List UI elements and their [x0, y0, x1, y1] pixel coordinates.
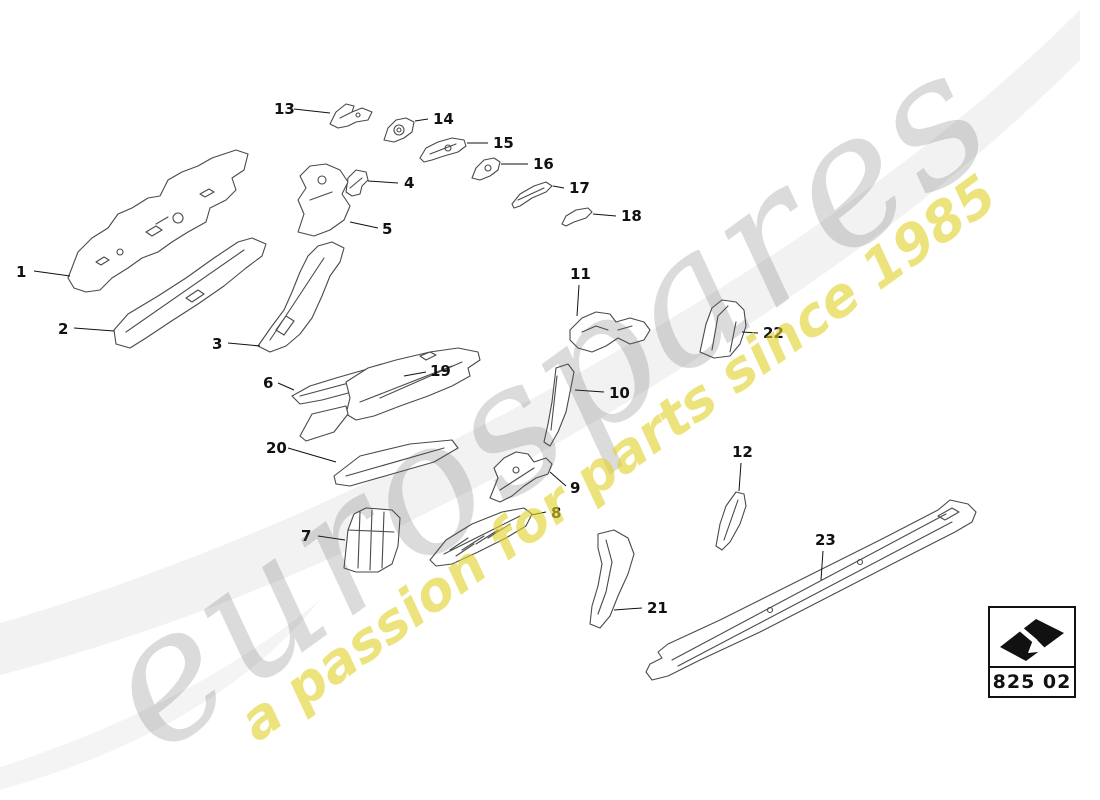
part-22-drawing — [699, 299, 747, 359]
leader-line-18 — [592, 213, 617, 217]
part-label-1[interactable]: 1 — [16, 263, 26, 281]
leader-line-3 — [227, 342, 261, 347]
leader-line-1 — [33, 270, 71, 277]
leader-line-17 — [552, 185, 565, 189]
leader-line-14 — [414, 118, 429, 122]
part-label-10[interactable]: 10 — [609, 384, 630, 402]
part-label-19[interactable]: 19 — [430, 362, 451, 380]
leader-line-9 — [549, 471, 567, 487]
part-label-17[interactable]: 17 — [569, 179, 590, 197]
part-code-box: 825 02 — [988, 606, 1076, 698]
part-16-drawing — [471, 157, 501, 181]
part-label-16[interactable]: 16 — [533, 155, 554, 173]
part-23-drawing — [645, 499, 977, 681]
part-13-drawing — [329, 103, 373, 129]
part-label-2[interactable]: 2 — [58, 320, 68, 338]
leader-line-8 — [530, 511, 547, 516]
part-17-drawing — [511, 181, 553, 209]
part-1-drawing — [67, 149, 249, 293]
leader-line-23 — [820, 550, 824, 581]
part-label-13[interactable]: 13 — [274, 100, 295, 118]
part-3-drawing — [257, 241, 345, 353]
part-9-drawing — [489, 451, 553, 503]
part-label-12[interactable]: 12 — [732, 443, 753, 461]
part-label-9[interactable]: 9 — [570, 479, 580, 497]
leader-line-19 — [403, 371, 427, 377]
leader-line-5 — [349, 221, 379, 229]
part-18-drawing — [561, 207, 593, 227]
leader-line-12 — [738, 462, 742, 492]
part-label-4[interactable]: 4 — [404, 174, 414, 192]
part-12-drawing — [715, 491, 747, 551]
part-label-8[interactable]: 8 — [551, 504, 561, 522]
part-code-label: 825 02 — [990, 666, 1074, 696]
part-10-drawing — [543, 363, 575, 447]
insulation-sheet-icon — [990, 608, 1074, 666]
part-label-3[interactable]: 3 — [212, 335, 222, 353]
part-labels: 1 2 3 4 5 6 7 8 9 10 11 12 13 14 15 16 1… — [16, 100, 836, 617]
leader-line-21 — [613, 607, 643, 611]
part-20-drawing — [299, 405, 459, 487]
part-label-5[interactable]: 5 — [382, 220, 392, 238]
leader-line-2 — [73, 327, 115, 332]
background-swoosh — [0, 10, 1080, 790]
part-label-20[interactable]: 20 — [266, 439, 287, 457]
part-label-15[interactable]: 15 — [493, 134, 514, 152]
part-8-drawing — [429, 507, 533, 567]
part-19-drawing — [345, 347, 481, 421]
part-label-21[interactable]: 21 — [647, 599, 668, 617]
part-21-drawing — [589, 529, 635, 629]
part-label-11[interactable]: 11 — [570, 265, 591, 283]
part-11-drawing — [569, 311, 651, 353]
part-label-6[interactable]: 6 — [263, 374, 273, 392]
leader-line-7 — [317, 535, 346, 541]
part-14-drawing — [383, 117, 415, 143]
part-2-drawing — [113, 237, 267, 349]
part-4-drawing — [345, 169, 369, 197]
leader-line-6 — [277, 382, 295, 391]
part-label-23[interactable]: 23 — [815, 531, 836, 549]
part-label-14[interactable]: 14 — [433, 110, 454, 128]
part-15-drawing — [419, 137, 467, 163]
part-7-drawing — [343, 507, 401, 573]
leader-line-4 — [367, 180, 399, 184]
part-label-22[interactable]: 22 — [763, 324, 784, 342]
leader-lines — [33, 108, 824, 611]
leader-line-20 — [287, 447, 337, 463]
leader-line-10 — [574, 389, 605, 393]
part-5-drawing — [297, 163, 351, 237]
leader-line-22 — [741, 331, 759, 334]
part-label-18[interactable]: 18 — [621, 207, 642, 225]
leader-line-11 — [576, 284, 580, 317]
part-label-7[interactable]: 7 — [301, 527, 311, 545]
leader-line-13 — [293, 108, 331, 114]
